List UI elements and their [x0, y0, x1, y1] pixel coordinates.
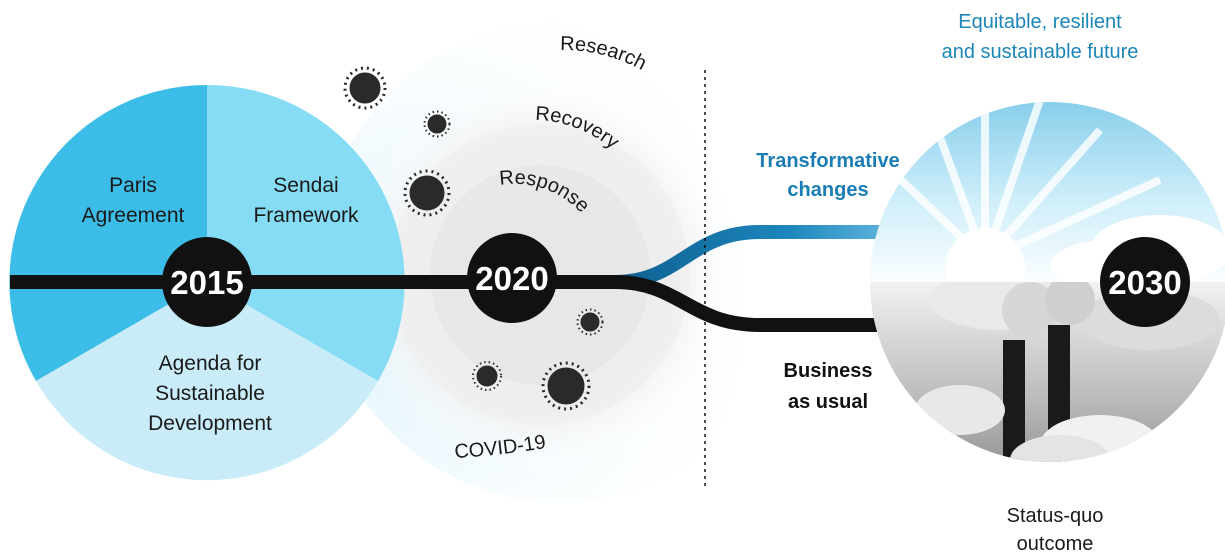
future-label-line1: Equitable, resilient: [958, 11, 1122, 33]
framework-pie: [9, 84, 405, 481]
sun: [945, 228, 1025, 282]
virus-icon: [576, 308, 604, 336]
agenda-label-line1: Agenda for: [159, 352, 262, 375]
future-label-line2: and sustainable future: [942, 41, 1139, 63]
status-quo-label-line1: Status-quo: [1007, 505, 1104, 527]
virus-icon: [472, 361, 502, 391]
agenda-label-line2: Sustainable: [155, 382, 265, 405]
sendai-label-line1: Sendai: [273, 174, 338, 197]
sendai-label-line2: Framework: [253, 204, 359, 227]
transformative-label-line2: changes: [787, 179, 868, 201]
status-quo-label-line2: outcome: [1017, 533, 1094, 555]
business-label-line1: Business: [784, 360, 873, 382]
pie-slice-agenda: [36, 282, 378, 481]
milestone-2020: 2020: [467, 233, 557, 323]
virus-icon: [423, 110, 451, 138]
transformative-label-line1: Transformative: [756, 150, 899, 172]
pie-slice-sendai: [207, 84, 405, 381]
virus-icon: [403, 169, 451, 217]
chimney-left: [1003, 340, 1025, 462]
milestone-2030: 2030: [1100, 237, 1190, 327]
virus-icons: [343, 66, 604, 411]
milestone-2030-label: 2030: [1108, 264, 1181, 301]
virus-icon: [343, 66, 387, 110]
paris-label-line1: Paris: [109, 174, 157, 197]
milestone-2020-label: 2020: [475, 260, 548, 297]
milestone-2015: 2015: [162, 237, 252, 327]
paris-label-line2: Agreement: [82, 204, 185, 227]
business-label-line2: as usual: [788, 391, 868, 413]
virus-icon: [541, 361, 591, 411]
agenda-label-line3: Development: [148, 412, 272, 435]
milestone-2015-label: 2015: [170, 264, 243, 301]
pie-slice-paris: [9, 84, 208, 381]
